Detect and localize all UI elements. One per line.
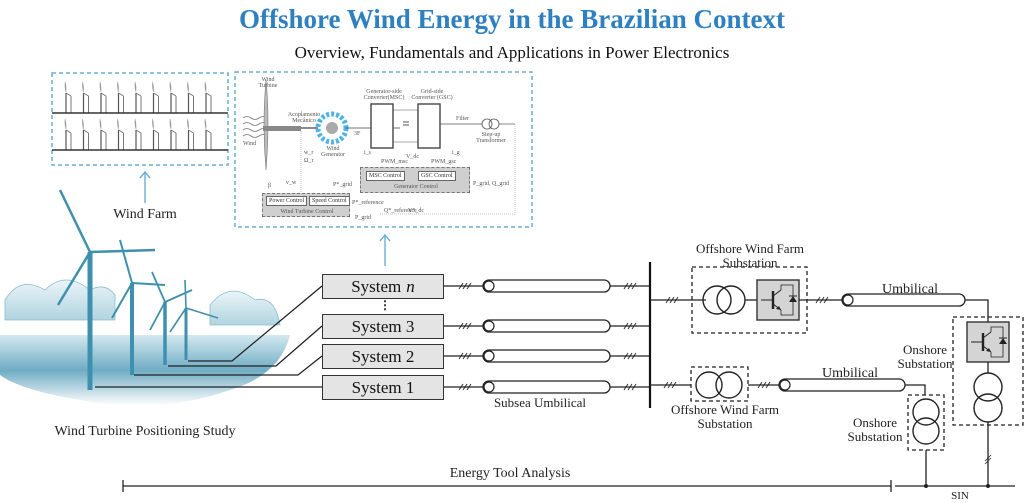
turbine-label: Wind Turbine (258, 77, 278, 89)
wind-farm-label: Wind Farm (113, 207, 177, 222)
turbine-blade-icon (263, 79, 269, 171)
mini-turbine-icon (99, 117, 107, 151)
turbine-schematic-frame (234, 71, 533, 228)
gsc-control-label: GSC Control (418, 171, 456, 181)
wind-turbine-control-label: Wind Turbine Control (280, 209, 334, 215)
msc-label: Generator-side Converter(MSC) (363, 89, 405, 101)
systems-ellipsis: ⋮ (379, 298, 391, 312)
mini-turbine-icon (81, 80, 90, 114)
vw-label: v_w (286, 180, 297, 186)
system-1-box[interactable]: System 1 (322, 375, 444, 400)
mini-turbine-icon (186, 80, 195, 114)
beta-label: β (268, 183, 272, 189)
generator-control-block: MSC Control GSC Control Generator Contro… (360, 167, 470, 193)
msc-converter (370, 103, 394, 149)
mini-turbine-icon (134, 117, 142, 151)
omega-label: Ω_r (304, 158, 314, 164)
p-reference-label: P*_reference (352, 200, 384, 206)
three-phase-label: 3F (354, 131, 361, 137)
pgrid-qgrid-label: P_grid, Q_grid (473, 181, 509, 187)
vdc-ref-label: V*_dc (408, 208, 424, 214)
power-control-label: Power Control (266, 196, 308, 206)
system-n-label: System (351, 276, 402, 296)
gsc-label: Grid-side Converter (GSC) (411, 89, 453, 101)
offshore-turbines-illustration (0, 189, 290, 406)
lower-offshore-substation-label: Offshore Wind Farm Substation (670, 402, 780, 431)
transformer-icon (695, 371, 723, 399)
energy-tool-analysis-label: Energy Tool Analysis (449, 466, 571, 481)
system-3-box[interactable]: System 3 (322, 314, 444, 339)
pwm-msc-label: PWM_msc (381, 159, 408, 165)
mini-turbine-icon (81, 117, 90, 151)
lower-umbilical-label: Umbilical (822, 366, 878, 381)
subsea-umbilical-label: Subsea Umbilical (493, 395, 587, 410)
arrow-head-icon (139, 170, 151, 179)
converter-icon (965, 320, 1011, 364)
transformer-icon (912, 398, 940, 426)
p-ref-label: P*_grid (333, 182, 353, 188)
coupling-label: Acoplamento Mecânico (287, 112, 321, 124)
mini-turbine-icon (169, 80, 177, 114)
shaft (263, 126, 301, 131)
wind-waves-icon (242, 116, 268, 138)
mini-turbine-icon (204, 80, 212, 114)
mini-turbine-icon (186, 117, 195, 151)
upper-umbilical-label: Umbilical (882, 282, 938, 297)
mini-turbine-icon (204, 117, 212, 151)
generator-control-label: Generator Control (394, 184, 438, 190)
ig-label: i_g (452, 150, 460, 156)
arrow-head-icon (379, 233, 391, 242)
gsc-converter (417, 103, 441, 149)
converter-icon (755, 278, 801, 322)
pwm-gsc-label: PWM_gsc (431, 159, 457, 165)
wind-farm-frame (51, 72, 229, 166)
sin-label: SIN (951, 490, 969, 502)
subsea-umbilical-cables (444, 279, 650, 394)
page-title: Offshore Wind Energy in the Brazilian Co… (238, 4, 786, 34)
transformer-icon (481, 118, 493, 130)
lower-onshore-substation-frame (907, 394, 945, 451)
page-subtitle: Overview, Fundamentals and Applications … (294, 43, 730, 62)
wind-label: Wind (243, 141, 257, 147)
transformer-icon (702, 285, 732, 315)
system-n-suffix: n (406, 276, 415, 296)
wind-turbine-control-block: Power Control Speed Control Wind Turbine… (262, 193, 350, 217)
system-2-box[interactable]: System 2 (322, 344, 444, 369)
mini-turbine-icon (151, 80, 160, 114)
subsea-umbilical-1 (444, 279, 650, 293)
mini-turbine-icon (116, 117, 125, 151)
subsea-umbilical-3 (444, 349, 650, 363)
wr-label: w_r (304, 150, 314, 156)
positioning-study-label: Wind Turbine Positioning Study (54, 424, 236, 439)
filter-label: Filter (456, 116, 469, 122)
lower-onshore-substation-label: Onshore Substation (847, 415, 903, 444)
lower-offshore-substation-frame (690, 366, 749, 402)
q-reference-label: Q*_reference (384, 208, 417, 214)
p-grid-label: P_grid (355, 215, 372, 221)
mini-turbine-icon (64, 117, 72, 151)
msc-control-label: MSC Control (366, 171, 405, 181)
subsea-umbilical-2 (444, 319, 650, 333)
mini-turbine-icon (134, 80, 142, 114)
vdc-label: V_dc (406, 154, 419, 160)
mini-turbine-icon (116, 80, 125, 114)
mini-turbine-icon (151, 117, 160, 151)
mini-turbine-icon (169, 117, 177, 151)
generator-label: Wind Generator (321, 146, 345, 158)
mini-turbine-icon (99, 80, 107, 114)
speed-control-label: Speed Control (309, 196, 350, 206)
wind-farm-turbine-rows (64, 80, 212, 151)
transformer-icon (973, 372, 1003, 402)
transformer-label: Step-up Transformer (476, 132, 506, 144)
turbine-connection-lines (95, 285, 323, 388)
upper-onshore-substation-label: Onshore Substation (897, 342, 953, 371)
is-label: i_s (364, 150, 372, 156)
mini-turbine-icon (64, 80, 72, 114)
upper-offshore-substation-label: Offshore Wind Farm Substation (695, 241, 805, 270)
subsea-umbilical-4 (444, 380, 650, 394)
